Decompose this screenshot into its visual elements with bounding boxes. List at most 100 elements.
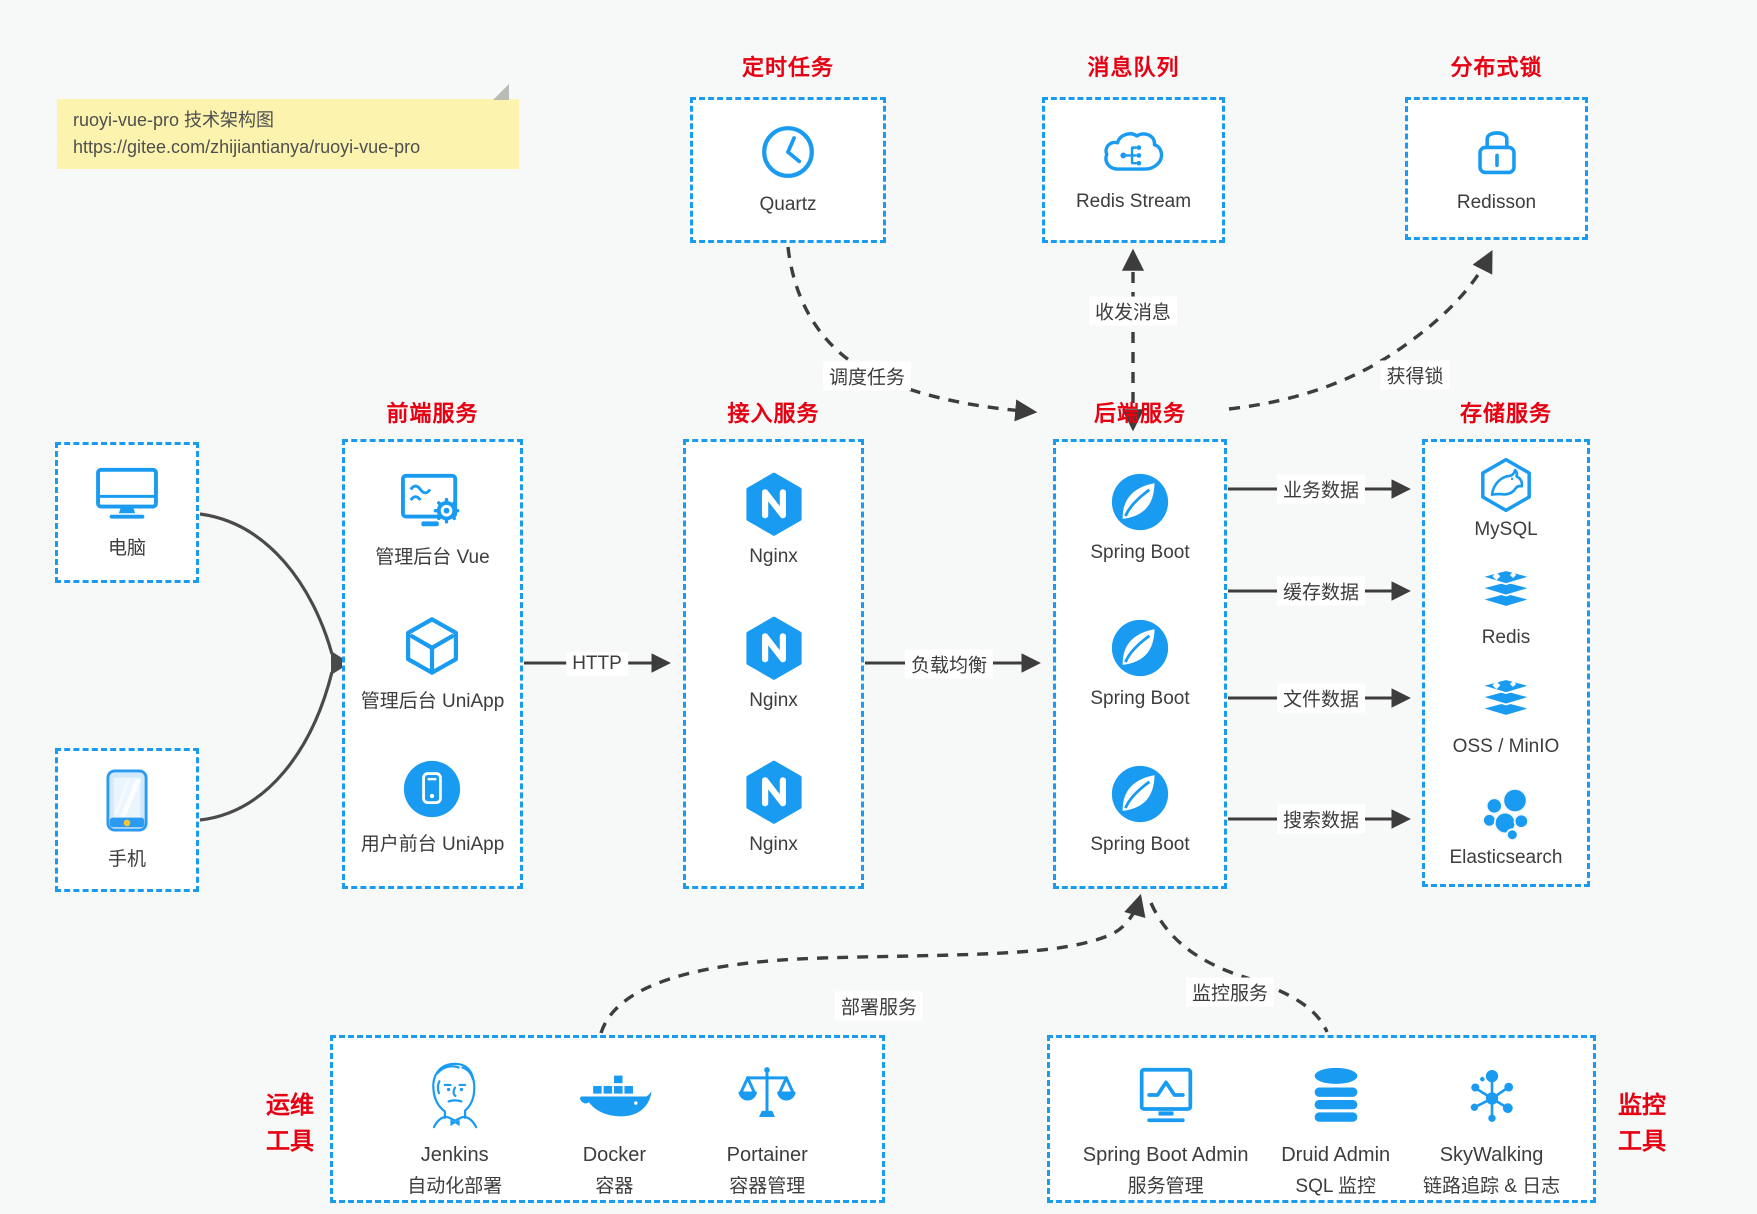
tool-jenkins: Jenkins 自动化部署: [407, 1052, 502, 1198]
icon-wrap: [1463, 1052, 1521, 1138]
admin-uniapp-icon: [402, 616, 462, 676]
item-oss-minio: OSS / MinIO: [1452, 678, 1560, 758]
ops-tools-side-label: 运维 工具: [250, 1088, 330, 1160]
tool-desc: 服务管理: [1127, 1176, 1204, 1197]
desktop-icon: [96, 467, 158, 519]
tool-desc: 链路追踪 & 日志: [1422, 1176, 1561, 1197]
skywalking-icon: [1468, 1068, 1514, 1124]
item-label: Nginx: [749, 546, 798, 567]
redis-stream-label: Redis Stream: [1075, 190, 1192, 212]
tool-name: Spring Boot Admin: [1082, 1144, 1249, 1166]
item-label: OSS / MinIO: [1452, 735, 1560, 757]
box-redisson: Redisson: [1405, 97, 1588, 240]
mobile-icon: [106, 769, 148, 832]
side-label-line: 监控: [1618, 1092, 1666, 1119]
tool-name: Druid Admin: [1281, 1144, 1391, 1166]
tool-desc: 容器管理: [729, 1176, 806, 1197]
item-spring-boot-1: Spring Boot: [1090, 472, 1190, 564]
side-label-line: 运维: [266, 1092, 314, 1119]
tool-name: Docker: [582, 1144, 647, 1166]
item-label: 管理后台 Vue: [375, 547, 490, 568]
edge-pc-curve: [199, 512, 334, 655]
redisson-label: Redisson: [1456, 191, 1537, 213]
spring-boot-icon: [1110, 472, 1170, 532]
edge-label-lock: 获得锁: [1380, 360, 1450, 390]
item-label: Spring Boot: [1090, 834, 1190, 855]
item-label: Redis: [1481, 627, 1531, 649]
box-gateway-services: Nginx Nginx Nginx: [683, 439, 864, 889]
item-label: MySQL: [1474, 519, 1538, 540]
group-title-distributed-lock: 分布式锁: [1450, 55, 1543, 80]
edge-label-message: 收发消息: [1088, 296, 1178, 326]
group-title-gateway: 接入服务: [727, 401, 820, 426]
edge-phone-curve: [199, 671, 334, 822]
edge-monitor-curve: [1149, 902, 1329, 1033]
item-nginx-1: Nginx: [745, 472, 803, 568]
item-spring-boot-2: Spring Boot: [1090, 618, 1190, 710]
box-redis-stream: Redis Stream: [1042, 97, 1225, 243]
tool-desc: SQL 监控: [1295, 1176, 1376, 1197]
box-storage-services: MySQL Redis OSS / MinIO Elasticsearch: [1422, 439, 1590, 887]
edge-label-business-data: 业务数据: [1276, 474, 1366, 504]
edge-label-deploy: 部署服务: [834, 991, 924, 1021]
icon-wrap: [422, 1052, 488, 1138]
edge-label-file-data: 文件数据: [1276, 683, 1366, 713]
druid-icon: [1314, 1067, 1358, 1122]
edge-lock-curve: [1228, 250, 1493, 411]
admin-vue-icon: [401, 473, 461, 529]
nginx-icon: [745, 760, 803, 824]
phone-label: 手机: [107, 849, 146, 870]
jenkins-icon: [431, 1062, 477, 1129]
tool-name: Portainer: [726, 1144, 808, 1166]
spring-boot-icon: [1110, 618, 1170, 678]
tool-portainer: Portainer 容器管理: [727, 1052, 808, 1198]
icon-wrap: [576, 1052, 652, 1138]
item-mysql: MySQL: [1474, 457, 1538, 541]
group-title-scheduled-jobs: 定时任务: [741, 55, 834, 80]
item-user-uniapp: 用户前台 UniApp: [361, 759, 504, 856]
monitor-tools-side-label: 监控 工具: [1602, 1088, 1682, 1160]
tool-name: SkyWalking: [1439, 1144, 1544, 1166]
group-title-frontend: 前端服务: [386, 401, 479, 426]
item-spring-boot-3: Spring Boot: [1090, 764, 1190, 856]
box-frontend-services: 管理后台 Vue 管理后台 UniApp 用户前台 UniApp: [342, 439, 523, 889]
item-redis: Redis: [1478, 570, 1534, 649]
user-uniapp-icon: [402, 759, 463, 819]
item-label: 管理后台 UniApp: [360, 690, 505, 712]
group-title-storage: 存储服务: [1459, 401, 1552, 426]
edge-label-http: HTTP: [566, 652, 628, 676]
edge-label-monitor: 监控服务: [1185, 977, 1275, 1007]
group-title-message-queue: 消息队列: [1087, 55, 1180, 80]
edge-label-schedule-task: 调度任务: [822, 361, 912, 391]
tool-desc: 容器: [595, 1176, 634, 1197]
edge-label-search-data: 搜索数据: [1276, 804, 1366, 834]
item-label: Spring Boot: [1090, 542, 1190, 563]
lock-icon: [1477, 130, 1516, 174]
redis-stack-icon: [1480, 570, 1532, 609]
box-monitor-tools: Spring Boot Admin 服务管理 Druid Admin SQL 监…: [1047, 1035, 1596, 1203]
side-label-line: 工具: [1618, 1128, 1666, 1155]
item-label: Nginx: [749, 834, 798, 855]
group-title-backend: 后端服务: [1093, 401, 1186, 426]
note-title: ruoyi-vue-pro 技术架构图: [73, 110, 275, 130]
tool-druid: Druid Admin SQL 监控: [1281, 1052, 1390, 1198]
note-fold-corner: [493, 84, 509, 100]
box-quartz: Quartz: [690, 97, 886, 243]
spring-boot-icon: [1110, 764, 1170, 824]
icon-wrap: [1311, 1052, 1361, 1138]
tool-spring-boot-admin: Spring Boot Admin 服务管理: [1082, 1052, 1249, 1198]
quartz-label: Quartz: [759, 194, 817, 215]
pc-label: 电脑: [107, 538, 146, 559]
item-label: Spring Boot: [1090, 688, 1190, 709]
tool-skywalking: SkyWalking 链路追踪 & 日志: [1423, 1052, 1560, 1198]
box-client-pc: 电脑: [55, 442, 199, 583]
cloud-stream-icon: [1103, 131, 1163, 171]
nginx-icon: [745, 472, 803, 536]
item-admin-uniapp: 管理后台 UniApp: [360, 616, 505, 713]
sticky-note: ruoyi-vue-pro 技术架构图 https://gitee.com/zh…: [57, 84, 519, 169]
clock-icon: [760, 124, 816, 180]
portainer-icon: [738, 1065, 797, 1119]
nginx-icon: [745, 616, 803, 680]
item-admin-vue: 管理后台 Vue: [375, 472, 490, 569]
